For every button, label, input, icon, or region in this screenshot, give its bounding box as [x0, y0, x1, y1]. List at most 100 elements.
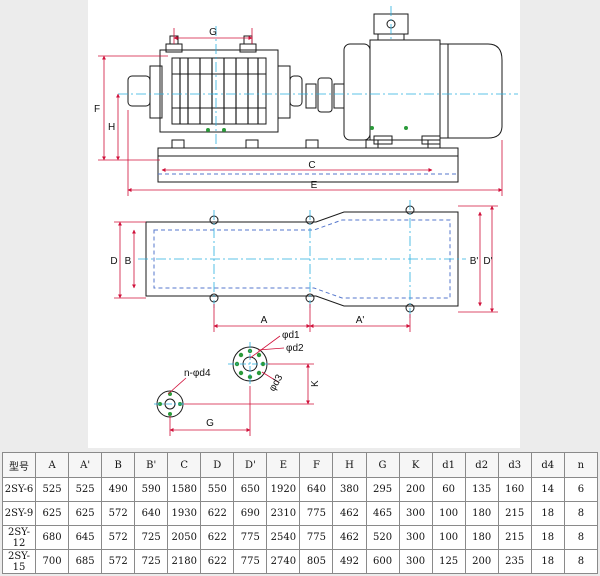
- table-cell: 622: [200, 549, 235, 574]
- table-header-cell: K: [398, 452, 433, 478]
- flange-detail-small: [154, 390, 186, 418]
- dim-d-prime: D': [483, 256, 492, 267]
- table-cell: 135: [464, 477, 499, 502]
- table-cell: 572: [101, 501, 136, 526]
- table-cell: 525: [68, 477, 103, 502]
- table-cell: 572: [101, 525, 136, 550]
- table-cell: 600: [365, 549, 400, 574]
- side-dimensions: [98, 28, 503, 196]
- table-cell: 640: [134, 501, 169, 526]
- dim-g-bottom: G: [206, 418, 214, 429]
- table-cell: 650: [233, 477, 268, 502]
- table-cell: 2180: [167, 549, 202, 574]
- table-cell: 685: [68, 549, 103, 574]
- table-header-cell: A': [68, 452, 103, 478]
- table-cell: 645: [68, 525, 103, 550]
- table-cell: 100: [431, 525, 466, 550]
- dim-d2: φd2: [286, 343, 304, 354]
- table-cell: 1920: [266, 477, 301, 502]
- table-cell: 590: [134, 477, 169, 502]
- table-cell: 805: [299, 549, 334, 574]
- dim-a: A: [261, 315, 268, 326]
- table-cell: 235: [497, 549, 532, 574]
- table-cell: 2540: [266, 525, 301, 550]
- table-cell: 2050: [167, 525, 202, 550]
- table-header-cell: B': [134, 452, 169, 478]
- table-header-cell: n: [563, 452, 599, 478]
- table-cell: 465: [365, 501, 400, 526]
- table-cell: 462: [332, 501, 367, 526]
- table-cell: 525: [35, 477, 70, 502]
- dim-h: H: [108, 122, 115, 133]
- table-cell: 300: [398, 501, 433, 526]
- table-cell: 1930: [167, 501, 202, 526]
- table-cell: 622: [200, 525, 235, 550]
- table-cell: 215: [497, 525, 532, 550]
- table-cell: 700: [35, 549, 70, 574]
- table-cell: 2SY-6: [1, 477, 37, 502]
- table-cell: 550: [200, 477, 235, 502]
- technical-drawing: G C E F H D B B' D' A A': [88, 0, 520, 448]
- table-cell: 625: [68, 501, 103, 526]
- dim-k: K: [310, 380, 321, 387]
- table-cell: 2740: [266, 549, 301, 574]
- table-header-cell: G: [365, 452, 400, 478]
- table-cell: 622: [200, 501, 235, 526]
- table-header-cell: D': [233, 452, 268, 478]
- dim-c: C: [308, 160, 315, 171]
- motor-body: [369, 39, 441, 141]
- table-cell: 775: [233, 525, 268, 550]
- table-cell: 2SY-9: [1, 501, 37, 526]
- dim-e: E: [311, 180, 318, 191]
- table-cell: 380: [332, 477, 367, 502]
- dim-d: D: [110, 256, 117, 267]
- side-view: [127, 13, 503, 183]
- table-cell: 8: [563, 549, 599, 574]
- table-cell: 300: [398, 549, 433, 574]
- table-cell: 125: [431, 549, 466, 574]
- table-cell: 640: [299, 477, 334, 502]
- table-cell: 492: [332, 549, 367, 574]
- dim-a-prime: A': [356, 315, 365, 326]
- table-header-cell: B: [101, 452, 136, 478]
- table-header-cell: d3: [497, 452, 532, 478]
- table-cell: 18: [530, 501, 565, 526]
- table-cell: 100: [431, 501, 466, 526]
- table-cell: 725: [134, 525, 169, 550]
- dim-b: B: [125, 256, 132, 267]
- table-cell: 18: [530, 549, 565, 574]
- table-header-cell: 型号: [1, 452, 37, 478]
- table-cell: 60: [431, 477, 466, 502]
- table-cell: 625: [35, 501, 70, 526]
- table-header-cell: d1: [431, 452, 466, 478]
- table-cell: 215: [497, 501, 532, 526]
- table-cell: 180: [464, 501, 499, 526]
- side-centerlines: [118, 6, 518, 150]
- table-cell: 8: [563, 501, 599, 526]
- table-cell: 490: [101, 477, 136, 502]
- table-cell: 180: [464, 525, 499, 550]
- dim-g-top: G: [209, 27, 217, 38]
- dim-b-prime: B': [470, 256, 479, 267]
- table-cell: 775: [299, 501, 334, 526]
- pump-body: [159, 49, 279, 133]
- table-cell: 775: [233, 549, 268, 574]
- dim-f: F: [94, 104, 100, 115]
- table-cell: 690: [233, 501, 268, 526]
- table-cell: 2SY-15: [1, 549, 37, 574]
- table-cell: 300: [398, 525, 433, 550]
- flange-detail-large: [228, 342, 272, 386]
- table-cell: 160: [497, 477, 532, 502]
- table-cell: 8: [563, 525, 599, 550]
- table-header-cell: F: [299, 452, 334, 478]
- table-cell: 2310: [266, 501, 301, 526]
- top-centerlines: [138, 200, 466, 318]
- table-cell: 462: [332, 525, 367, 550]
- table-cell: 725: [134, 549, 169, 574]
